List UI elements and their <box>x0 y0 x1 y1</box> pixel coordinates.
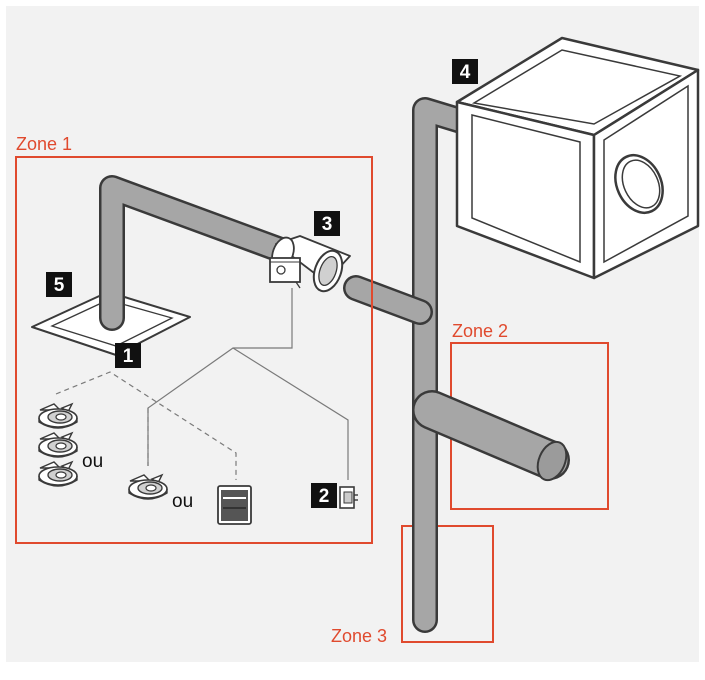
zone-1-label: Zone 1 <box>16 134 72 154</box>
number-badge-5: 5 <box>46 272 72 297</box>
connector-icon <box>339 486 358 509</box>
svg-text:2: 2 <box>319 486 330 507</box>
zone-1-frame <box>15 156 373 544</box>
diffuser-duct <box>99 175 299 331</box>
branch-duct-zone-2 <box>412 390 570 482</box>
wiring <box>55 288 349 480</box>
zone-3-frame <box>401 525 494 643</box>
detector-icon <box>38 403 78 487</box>
svg-text:1: 1 <box>123 346 134 367</box>
number-badge-2: 2 <box>311 483 337 508</box>
svg-text:5: 5 <box>54 275 65 296</box>
or-label: ou <box>172 491 193 512</box>
or-label: ou <box>82 451 103 472</box>
svg-text:3: 3 <box>322 214 333 235</box>
zone-3-label: Zone 3 <box>331 626 387 646</box>
zone-2-label: Zone 2 <box>452 321 508 341</box>
wall-thermostat-icon <box>217 485 252 525</box>
svg-text:4: 4 <box>460 62 471 83</box>
number-badge-3: 3 <box>314 211 340 236</box>
branch-duct-zone-1 <box>343 275 433 325</box>
number-badge-4: 4 <box>452 59 478 84</box>
number-badge-1: 1 <box>115 343 141 368</box>
air-handling-unit-icon <box>455 36 700 280</box>
damper-icon <box>269 235 351 293</box>
main-duct <box>412 97 481 633</box>
